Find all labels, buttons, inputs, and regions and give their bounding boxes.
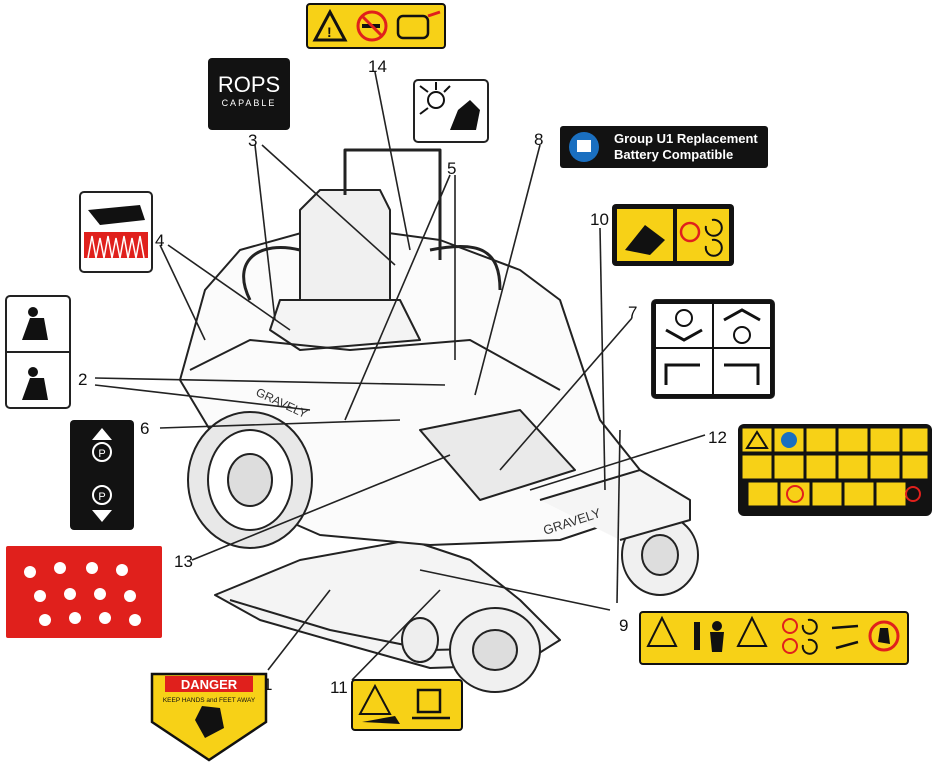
svg-text:!: ! bbox=[327, 24, 332, 40]
callout-6: 6 bbox=[140, 419, 149, 438]
decal-rops: ROPS CAPABLE bbox=[208, 58, 290, 130]
decal-service-points bbox=[6, 546, 162, 638]
operator-icon bbox=[22, 367, 48, 400]
parking-brake-icon bbox=[92, 485, 112, 505]
decal-blade-hazard bbox=[351, 679, 463, 731]
decal-safety-panel bbox=[738, 424, 932, 516]
decal-reverse-operation bbox=[5, 295, 71, 409]
decal-operation-strip bbox=[639, 611, 909, 665]
callout-11: 11 bbox=[330, 678, 348, 697]
callout-9: 9 bbox=[619, 616, 628, 635]
warning-triangle-icon bbox=[312, 8, 348, 42]
callout-5: 5 bbox=[447, 159, 456, 178]
callout-8: 8 bbox=[534, 130, 543, 149]
svg-text:P: P bbox=[98, 448, 105, 460]
hand-hazard-icon bbox=[195, 706, 224, 738]
callout-4: 4 bbox=[155, 231, 164, 250]
decal-battery: Group U1 Replacement Battery Compatible bbox=[560, 126, 768, 168]
callout-13: 13 bbox=[174, 552, 193, 571]
operator-icon bbox=[694, 621, 724, 652]
warning-triangle-icon bbox=[358, 683, 392, 715]
callout-1: 1 bbox=[263, 675, 272, 694]
decal-pinch-hazard bbox=[413, 79, 489, 143]
rops-subtitle: CAPABLE bbox=[222, 98, 277, 108]
callout-numbers: 1 2 3 4 5 6 7 8 9 10 11 12 13 14 bbox=[78, 57, 727, 697]
leader-lines bbox=[94, 71, 706, 681]
warning-triangle-icon bbox=[745, 430, 769, 449]
hand-hazard-icon bbox=[88, 205, 145, 225]
manual-read-icon bbox=[781, 432, 797, 448]
battery-line2: Battery Compatible bbox=[614, 147, 733, 162]
hand-hazard-icon bbox=[450, 100, 480, 130]
no-smoking-icon bbox=[679, 221, 701, 243]
decal-parking-brake: P P bbox=[70, 420, 134, 530]
no-smoking-icon bbox=[356, 10, 388, 42]
decal-entanglement bbox=[612, 204, 734, 266]
hand-hazard-icon bbox=[878, 628, 890, 644]
callout-10: 10 bbox=[590, 210, 609, 229]
decal-danger: DANGER KEEP HANDS and FEET AWAY bbox=[150, 672, 268, 762]
decal-fuel-warning: ! bbox=[306, 3, 446, 49]
callout-12: 12 bbox=[708, 428, 727, 447]
mower-illustration: GRAVELY GRAVELY bbox=[179, 148, 699, 693]
decal-drive-controls bbox=[651, 299, 775, 399]
callout-2: 2 bbox=[78, 370, 87, 389]
callout-3: 3 bbox=[248, 131, 257, 150]
danger-header: DANGER bbox=[181, 677, 238, 692]
fuel-can-icon bbox=[396, 10, 441, 40]
battery-line1: Group U1 Replacement bbox=[614, 131, 758, 146]
svg-text:P: P bbox=[98, 491, 105, 503]
decal-hot-surface bbox=[79, 191, 153, 273]
rotation-icon bbox=[801, 618, 818, 655]
danger-subtext: KEEP HANDS and FEET AWAY bbox=[163, 697, 256, 704]
entanglement-icon bbox=[625, 225, 665, 255]
rops-title: ROPS bbox=[218, 72, 280, 97]
warning-triangle-icon bbox=[646, 615, 678, 647]
rotation-icon bbox=[704, 218, 723, 257]
operator-icon bbox=[22, 307, 48, 340]
callout-7: 7 bbox=[628, 303, 637, 322]
parking-brake-icon bbox=[92, 442, 112, 462]
callout-14: 14 bbox=[368, 57, 387, 76]
